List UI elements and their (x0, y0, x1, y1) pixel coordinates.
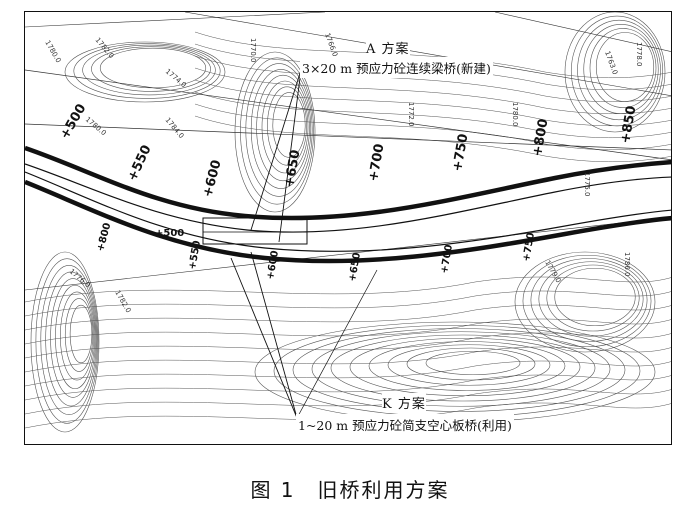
elevation-label: 1780.0 (511, 102, 519, 127)
grid-lines (25, 12, 671, 291)
elevation-label: 1770.0 (249, 38, 257, 63)
scheme-k-title: K 方案 (382, 393, 426, 412)
chainage-label: +750 (521, 232, 537, 263)
chainage-label: +700 (439, 244, 455, 275)
chainage-label: +600 (200, 158, 224, 199)
elevation-label: 1766.0 (323, 32, 339, 58)
chainage-label: +600 (265, 250, 281, 281)
elevation-label: 1780.0 (43, 39, 62, 64)
elevation-label: 1786.0 (623, 252, 631, 277)
figure-caption: 图 1 旧桥利用方案 (250, 478, 450, 502)
elevation-label: 1778.0 (635, 42, 643, 67)
scheme-k-description: 1~20 m 预应力砼简支空心板桥(利用) (296, 414, 514, 435)
topographic-map: +500+550+600+650+700+750+800+850 +500+55… (24, 11, 672, 445)
chainage-label: +650 (282, 149, 303, 189)
chainage-label: +650 (347, 252, 363, 283)
chainage-label: +550 (187, 240, 203, 271)
chainage-label: +550 (125, 143, 155, 184)
road-alignments (25, 145, 671, 264)
elevation-label: 1775.0 (583, 172, 591, 197)
elevation-label: 1763.0 (603, 50, 619, 76)
chainage-label: +500 (155, 228, 184, 239)
chainage-label: +800 (95, 222, 113, 253)
map-drawing: +500+550+600+650+700+750+800+850 +500+55… (25, 12, 671, 433)
chainage-label: +800 (530, 118, 551, 158)
elevation-label: 1772.0 (407, 102, 415, 127)
chainage-labels-upper: +500+550+600+650+700+750+800+850 (57, 102, 639, 199)
scheme-a-title: A 方案 (366, 38, 410, 57)
elevation-label: 1784.0 (163, 116, 185, 140)
chainage-labels-lower: +500+550 +600 +650 +700 +750 +800 (95, 222, 537, 283)
chainage-label: +850 (618, 105, 639, 145)
chainage-label: +750 (450, 133, 471, 173)
scheme-a-description: 3×20 m 预应力砼连续梁桥(新建) (300, 57, 493, 78)
elevation-label: 1782.0 (113, 289, 132, 314)
callout-leader-lines (230, 69, 378, 419)
chainage-label: +700 (366, 143, 387, 183)
